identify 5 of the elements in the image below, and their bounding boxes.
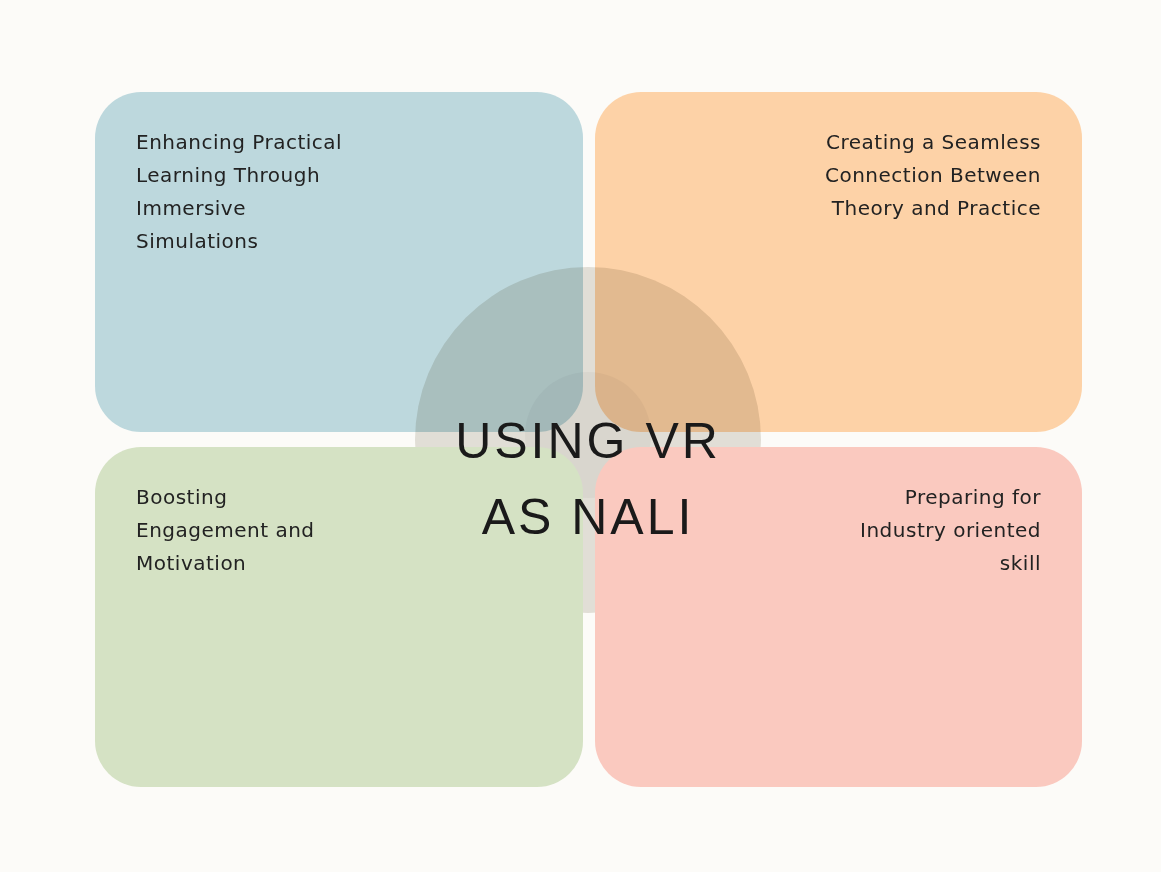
center-title: USING VR AS NALI — [454, 412, 722, 547]
box-text: Creating a Seamless Connection Between Theory and Practice — [823, 129, 1041, 222]
box-text: Boosting Engagement and Motivation — [136, 484, 316, 577]
box-text: Preparing for Industry oriented skill — [859, 484, 1041, 577]
box-text: Enhancing Practical Learning Through Immersive Simulations — [136, 129, 344, 255]
